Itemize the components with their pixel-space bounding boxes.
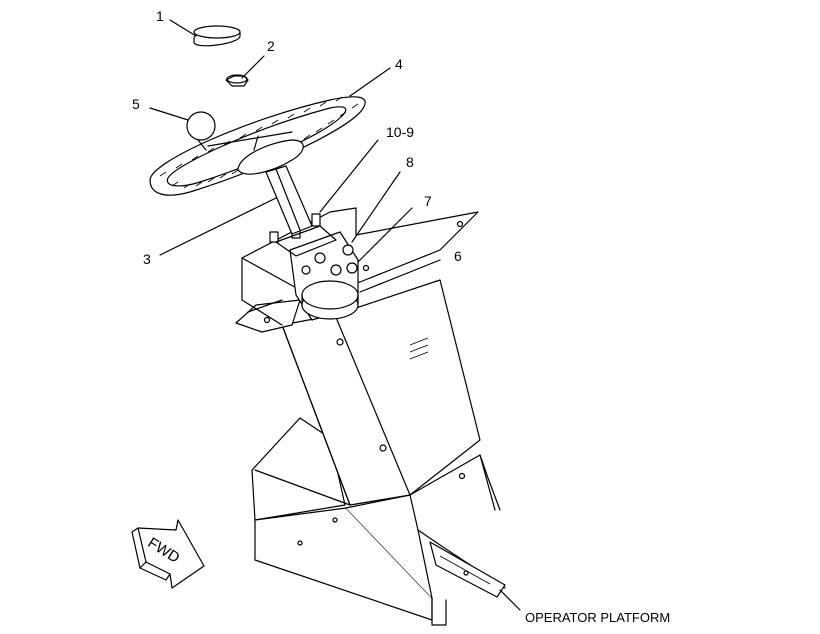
callout-labels: 1 2 4 5 10-9 8 7 6 3 OPERATOR PLATFORM [132,8,670,625]
callout-8: 8 [406,154,414,170]
callout-1: 1 [156,8,164,24]
operator-platform-label: OPERATOR PLATFORM [525,610,670,625]
callout-leaders [149,19,521,611]
steering-control-unit [269,213,359,321]
callout-7: 7 [424,193,432,209]
callout-3: 3 [143,251,151,267]
callout-10-9: 10-9 [386,124,414,140]
horn-cap [193,25,241,47]
spinner-knob [186,111,216,151]
callout-4: 4 [395,56,403,72]
callout-2: 2 [267,38,275,54]
steering-column-shaft [265,165,313,235]
fwd-arrow-icon: FWD [131,519,205,589]
steering-pedestal [235,207,506,626]
steering-wheel [149,96,366,196]
wheel-nut [225,74,249,87]
callout-6: 6 [454,248,462,264]
callout-5: 5 [132,96,140,112]
